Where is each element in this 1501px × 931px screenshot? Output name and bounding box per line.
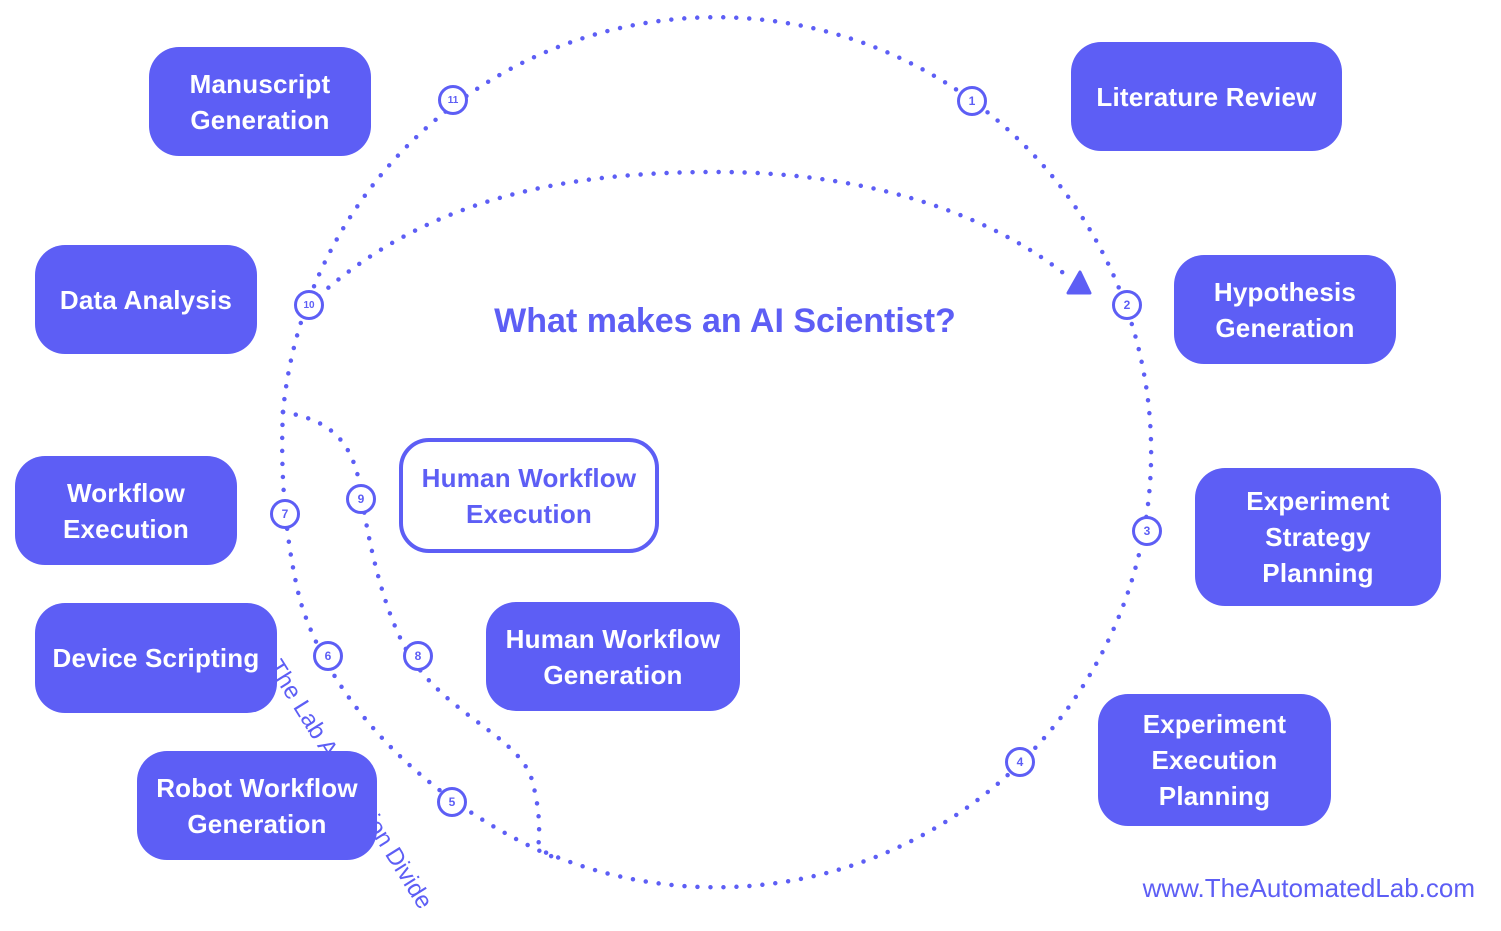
- step-manuscript-generation: Manuscript Generation: [149, 47, 371, 156]
- step-marker-8: 8: [403, 641, 433, 671]
- website-url[interactable]: www.TheAutomatedLab.com: [1142, 873, 1475, 903]
- step-marker-3: 3: [1132, 516, 1162, 546]
- diagram-title: What makes an AI Scientist?: [494, 302, 956, 340]
- loop-back-path: [306, 169, 1075, 308]
- step-experiment-strategy-planning: Experiment Strategy Planning: [1195, 468, 1441, 606]
- step-marker-2: 2: [1112, 290, 1142, 320]
- step-robot-workflow-generation: Robot Workflow Generation: [137, 751, 377, 860]
- step-marker-11: 11: [438, 85, 468, 115]
- step-device-scripting: Device Scripting: [35, 603, 277, 713]
- step-human-workflow-execution: Human Workflow Execution: [399, 438, 659, 553]
- step-marker-10: 10: [294, 290, 324, 320]
- step-hypothesis-generation: Hypothesis Generation: [1174, 255, 1396, 364]
- step-marker-5: 5: [437, 787, 467, 817]
- step-marker-4: 4: [1005, 747, 1035, 777]
- step-workflow-execution: Workflow Execution: [15, 456, 237, 565]
- arrow-head-icon: [1066, 270, 1092, 295]
- step-data-analysis: Data Analysis: [35, 245, 257, 354]
- step-marker-6: 6: [313, 641, 343, 671]
- step-literature-review: Literature Review: [1071, 42, 1342, 151]
- step-marker-9: 9: [346, 484, 376, 514]
- step-experiment-execution-planning: Experiment Execution Planning: [1098, 694, 1331, 826]
- step-marker-7: 7: [270, 499, 300, 529]
- step-marker-1: 1: [957, 86, 987, 116]
- step-human-workflow-generation: Human Workflow Generation: [486, 602, 740, 711]
